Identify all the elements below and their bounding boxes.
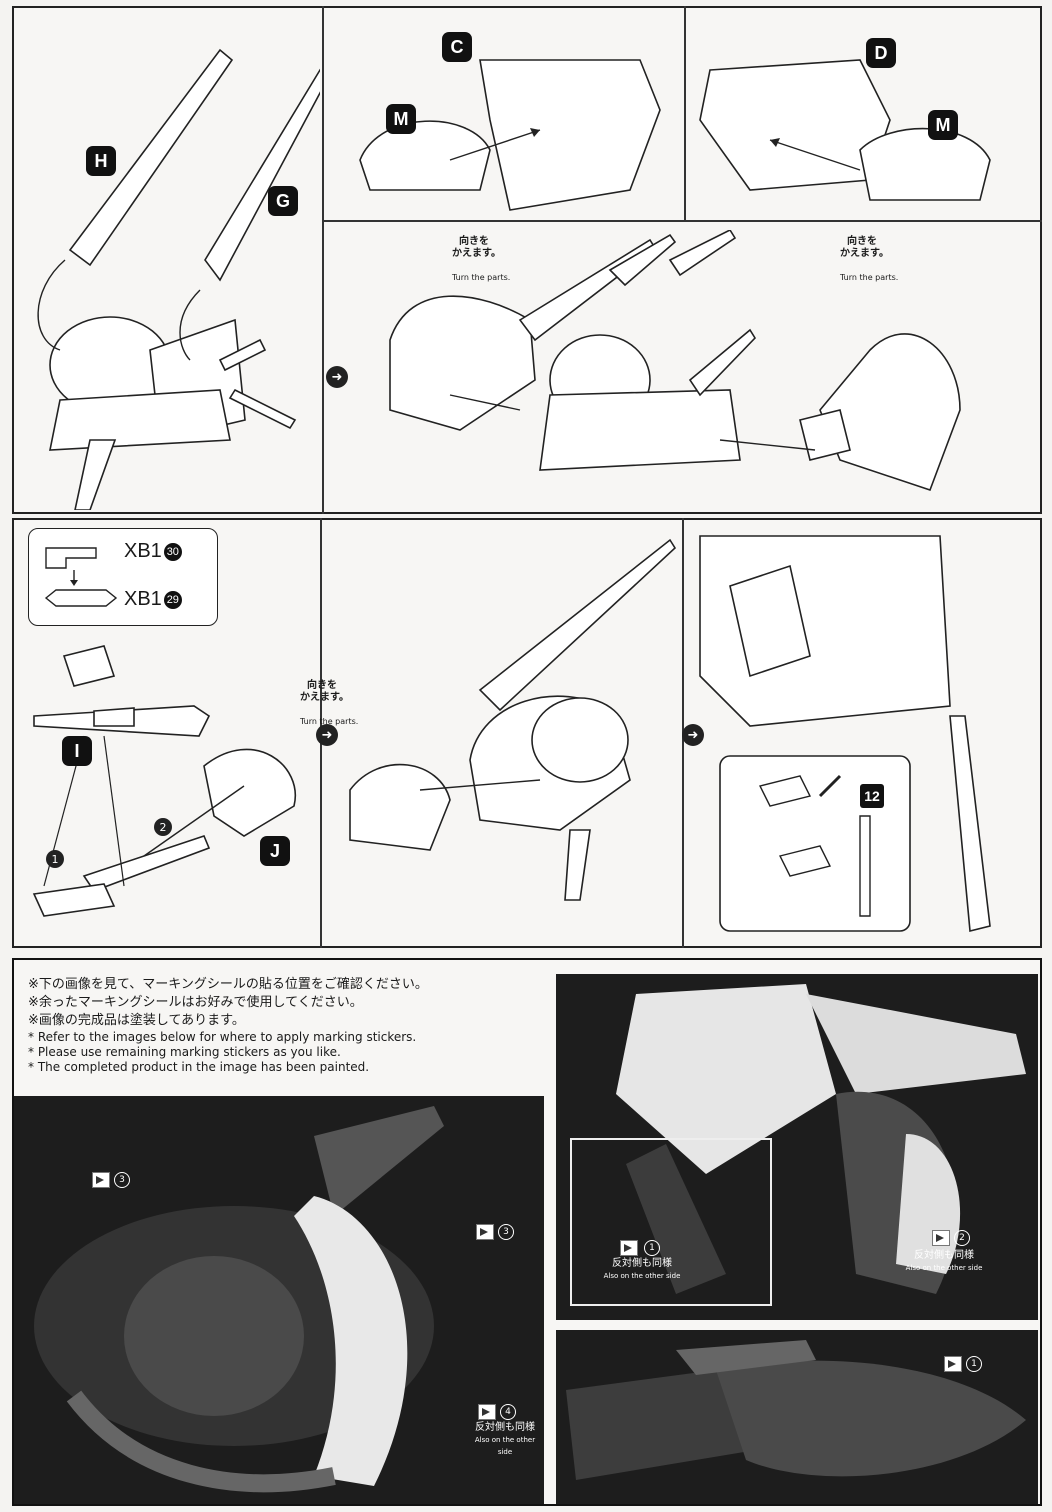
part-label-12: 12 xyxy=(860,784,884,808)
sticker-num-right-1: 1 xyxy=(644,1240,660,1256)
sticker-note-right-1-en: Also on the other side xyxy=(603,1272,681,1280)
part-xb1-29-text: XB1 xyxy=(124,588,162,610)
marking-note-en-3: * The completed product in the image has… xyxy=(28,1060,370,1074)
part-label-m2: M xyxy=(928,110,958,140)
turn-note-1-en: Turn the parts. xyxy=(452,273,511,282)
xb1-callout-box xyxy=(28,528,218,626)
sticker-note-left-3: 反対側も同様 Also on the other side xyxy=(470,1422,540,1458)
part-label-g: G xyxy=(268,186,298,216)
marking-note-en-2: * Please use remaining marking stickers … xyxy=(28,1045,341,1059)
part-label-j: J xyxy=(260,836,290,866)
part-label-i: I xyxy=(62,736,92,766)
marking-note-ja-1: ※下の画像を見て、マーキングシールの貼る位置をご確認ください。 xyxy=(28,977,428,992)
assembly-illustration-i-j xyxy=(32,645,297,917)
sticker-marker-bottom-1 xyxy=(944,1356,962,1372)
sticker-note-right-2-en: Also on the other side xyxy=(905,1264,983,1272)
assembly-illustration-weapons xyxy=(37,48,320,510)
turn-note-1: 向きを かえます。 Turn the parts. xyxy=(452,224,510,296)
sequence-step-2: 2 xyxy=(154,818,172,836)
zoom-inset-box xyxy=(570,1138,772,1306)
turn-note-3: 向きを かえます。 Turn the parts. xyxy=(300,668,358,740)
finished-model-photo-bottom xyxy=(556,1330,1038,1504)
sticker-note-right-1-ja: 反対側も同様 xyxy=(612,1258,672,1269)
sticker-marker-left-3 xyxy=(478,1404,496,1420)
sticker-num-left-3: 4 xyxy=(500,1404,516,1420)
marking-note-en-1: * Refer to the images below for where to… xyxy=(28,1030,417,1044)
turn-note-2: 向きを かえます。 Turn the parts. xyxy=(840,224,898,296)
part-xb1-30-num: 30 xyxy=(163,542,182,561)
finished-model-photo-right xyxy=(556,974,1038,1320)
sticker-note-right-2-ja: 反対側も同様 xyxy=(914,1250,974,1261)
photo-right-illustration xyxy=(616,984,1026,1294)
turn-note-2-en: Turn the parts. xyxy=(840,273,899,282)
sticker-num-right-2: 2 xyxy=(954,1230,970,1246)
divider-top-h xyxy=(322,220,1042,222)
sequence-step-1: 1 xyxy=(46,850,64,868)
assembly-illustration-c-m xyxy=(359,59,661,211)
divider-top-1 xyxy=(322,6,324,514)
sticker-note-right-1: 反対側も同様 Also on the other side xyxy=(598,1258,686,1282)
turn-note-1-ja: 向きを かえます。 xyxy=(452,236,501,259)
part-label-m1: M xyxy=(386,104,416,134)
photo-bottom-illustration xyxy=(566,1340,1026,1480)
assembly-illustration-final xyxy=(699,535,991,933)
turn-note-3-ja: 向きを かえます。 xyxy=(300,680,349,703)
assembly-illustration-d-m xyxy=(699,59,991,201)
marking-note-ja-3: ※画像の完成品は塗装してあります。 xyxy=(28,1013,245,1028)
turn-note-2-ja: 向きを かえます。 xyxy=(840,236,889,259)
sticker-note-left-3-en: Also on the other side xyxy=(474,1436,536,1456)
sticker-marker-right-2 xyxy=(932,1230,950,1246)
assembly-illustration-side-attach xyxy=(349,538,677,901)
sticker-marker-left-1 xyxy=(92,1172,110,1188)
part-label-h: H xyxy=(86,146,116,176)
assembly-illustration-main-body xyxy=(389,230,961,492)
xb1-parts-illustration xyxy=(44,547,118,607)
sticker-num-left-2: 3 xyxy=(498,1224,514,1240)
finished-model-photo-left xyxy=(14,1096,544,1504)
sticker-num-bottom-1: 1 xyxy=(966,1356,982,1372)
sticker-note-left-3-ja: 反対側も同様 xyxy=(475,1422,535,1433)
part-label-d: D xyxy=(866,38,896,68)
turn-note-3-en: Turn the parts. xyxy=(300,717,359,726)
part-label-c: C xyxy=(442,32,472,62)
part-xb1-29-num: 29 xyxy=(163,590,182,609)
sticker-marker-right-1 xyxy=(620,1240,638,1256)
next-step-arrow-icon-2: ➜ xyxy=(316,724,338,746)
marking-notes: ※下の画像を見て、マーキングシールの貼る位置をご確認ください。 ※余ったマーキン… xyxy=(28,976,548,1075)
sticker-marker-left-2 xyxy=(476,1224,494,1240)
part-xb1-30-text: XB1 xyxy=(124,540,162,562)
sticker-num-left-1: 3 xyxy=(114,1172,130,1188)
next-step-arrow-icon-3: ➜ xyxy=(682,724,704,746)
sticker-note-right-2: 反対側も同様 Also on the other side xyxy=(900,1250,988,1274)
divider-top-2 xyxy=(684,6,686,221)
photo-left-illustration xyxy=(34,1106,444,1493)
next-step-arrow-icon: ➜ xyxy=(326,366,348,388)
marking-note-ja-2: ※余ったマーキングシールはお好みで使用してください。 xyxy=(28,995,363,1010)
